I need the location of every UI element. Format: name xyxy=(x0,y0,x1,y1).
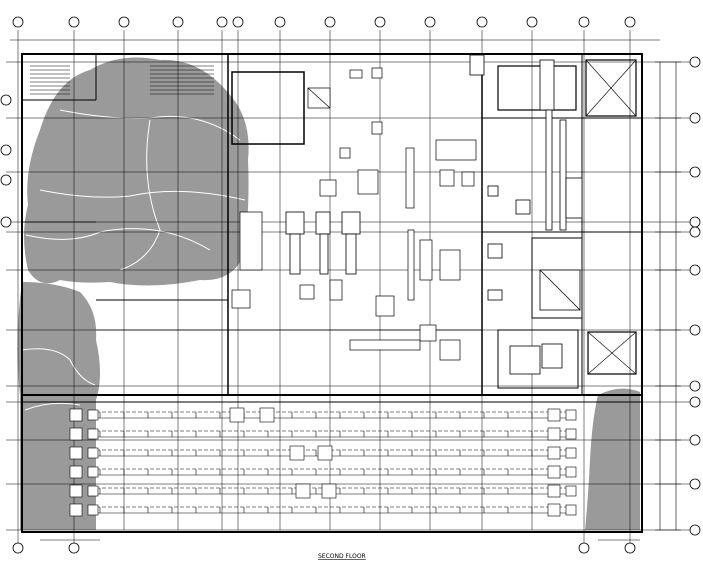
grid-bubble xyxy=(216,16,228,28)
line-end-machine xyxy=(565,504,577,516)
grid-bubble xyxy=(0,216,12,228)
line-end-machine xyxy=(565,485,577,497)
seating-area xyxy=(30,65,214,95)
grid-bubble xyxy=(624,542,636,554)
grid-bubble xyxy=(689,524,701,536)
line-end-machine xyxy=(547,408,561,422)
line-end-machine xyxy=(69,408,83,422)
line-end-machine xyxy=(547,465,561,479)
grid-bubble xyxy=(232,16,244,28)
line-end-machine xyxy=(547,503,561,517)
line-end-machine xyxy=(565,466,577,478)
inline-machine xyxy=(295,483,311,499)
top-grid-bubbles xyxy=(12,16,636,28)
inline-machine xyxy=(321,483,337,499)
line-end-machine xyxy=(69,446,83,460)
inline-machine xyxy=(229,407,245,423)
grid-bubble xyxy=(118,16,130,28)
contour-line xyxy=(24,402,81,411)
grid-bubble xyxy=(689,226,701,238)
contour-line xyxy=(21,348,96,386)
inline-machine xyxy=(259,407,275,423)
grid-bubble xyxy=(526,16,538,28)
line-end-machine xyxy=(87,504,99,516)
grid-bubble xyxy=(274,16,286,28)
line-end-machine xyxy=(69,503,83,517)
grid-bubble xyxy=(68,16,80,28)
grid-bubble xyxy=(68,542,80,554)
process-equipment xyxy=(231,67,477,361)
line-end-machine xyxy=(565,447,577,459)
vertical-presses xyxy=(285,211,361,275)
grid-bubble xyxy=(578,542,590,554)
grid-bubble xyxy=(424,16,436,28)
line-end-machine xyxy=(565,428,577,440)
shaded-region-upper-left xyxy=(24,57,249,286)
drawing-title: SECOND FLOOR xyxy=(318,553,366,560)
grid-bubble xyxy=(689,434,701,446)
line-end-machine xyxy=(87,409,99,421)
grid-bubble xyxy=(689,324,701,336)
grid-bubble xyxy=(476,16,488,28)
contour-line xyxy=(39,189,246,201)
line-end-machine xyxy=(69,427,83,441)
line-end-machine xyxy=(87,466,99,478)
grid-bubble xyxy=(12,16,24,28)
bottom-grid-bubbles xyxy=(12,542,636,554)
left-grid-bubbles xyxy=(0,94,12,228)
line-end-machine xyxy=(547,427,561,441)
inline-machine xyxy=(289,445,305,461)
grid-bubble xyxy=(374,16,386,28)
line-end-machine xyxy=(87,447,99,459)
grid-bubble xyxy=(172,16,184,28)
grid-bubble xyxy=(324,16,336,28)
grid-bubble xyxy=(689,56,701,68)
line-end-machine xyxy=(87,428,99,440)
equipment-lines xyxy=(69,407,577,517)
grid-bubble xyxy=(0,174,12,186)
line-end-machine xyxy=(69,465,83,479)
grid-bubble xyxy=(0,144,12,156)
grid-bubble xyxy=(689,478,701,490)
grid-bubble xyxy=(0,94,12,106)
grid-bubble xyxy=(624,16,636,28)
right-machinery xyxy=(469,54,583,375)
line-end-machine xyxy=(547,446,561,460)
right-grid-bubbles xyxy=(689,56,701,536)
grid-bubble xyxy=(689,216,701,228)
line-end-machine xyxy=(547,484,561,498)
contour-line xyxy=(119,119,161,271)
inline-machine xyxy=(317,445,333,461)
grid-bubble xyxy=(689,166,701,178)
grid-bubble xyxy=(689,264,701,276)
line-end-machine xyxy=(87,485,99,497)
dimension-strings xyxy=(10,39,681,541)
grid-bubble xyxy=(578,16,590,28)
grid-bubble xyxy=(689,380,701,392)
line-end-machine xyxy=(565,409,577,421)
grid-bubble xyxy=(12,542,24,554)
shaded-region-left-strip xyxy=(17,282,100,530)
grid-bubble xyxy=(689,112,701,124)
grid-bubble xyxy=(689,396,701,408)
line-end-machine xyxy=(69,484,83,498)
shaded-region-lower-right xyxy=(585,388,640,530)
